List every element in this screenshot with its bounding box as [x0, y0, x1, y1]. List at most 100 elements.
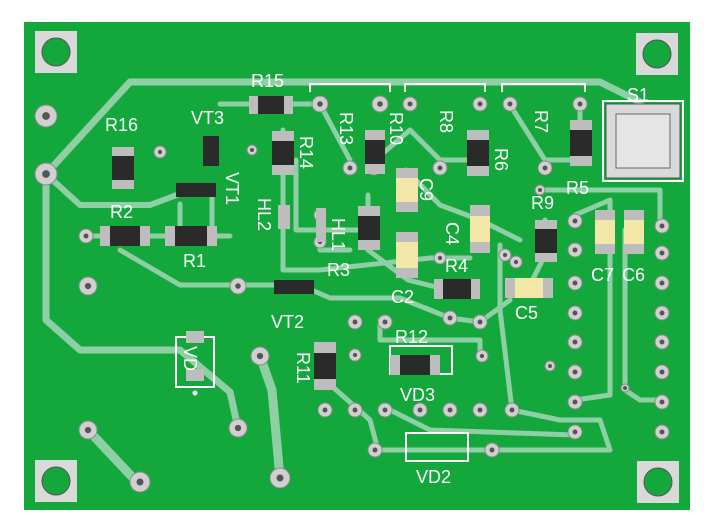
r1-resistor-end-b	[207, 226, 217, 246]
pad-36	[347, 402, 363, 418]
pad-40-drill	[477, 407, 483, 413]
c5-capacitor-end-b	[543, 278, 553, 298]
r4-resistor-end-a	[434, 279, 443, 299]
pad-row-connector-left	[567, 213, 583, 440]
label-c6: C6	[622, 265, 645, 285]
r12-resistor-body	[400, 355, 430, 375]
trace-c2-r12	[377, 317, 483, 359]
label-r2: R2	[110, 202, 133, 222]
vt1-transistor	[176, 183, 216, 197]
pad-left-8-drill	[572, 429, 578, 435]
r4-resistor-end-b	[471, 279, 480, 299]
pad-35-drill	[322, 407, 328, 413]
pad-right-7	[654, 394, 670, 410]
r13-resistor	[365, 130, 385, 174]
pad-5-drill	[84, 426, 92, 434]
label-r5: R5	[566, 178, 589, 198]
c6-capacitor-end-b	[624, 244, 644, 254]
pad-right-6-drill	[659, 369, 665, 375]
pad-right-7-drill	[659, 399, 665, 405]
hl2-led	[278, 205, 290, 229]
c2-capacitor-end-b	[396, 268, 418, 278]
r15-resistor-end-b	[284, 96, 293, 114]
pad-9	[228, 418, 248, 438]
pad-1-drill	[42, 112, 50, 120]
r13-resistor-body	[365, 140, 385, 164]
label-r6: R6	[491, 148, 511, 171]
pad-left-1-drill	[572, 218, 578, 224]
c4-capacitor-end-a	[470, 205, 490, 216]
r2-resistor-body	[110, 226, 140, 246]
c2-capacitor-end-a	[396, 232, 418, 242]
pad-left-2	[567, 242, 583, 258]
r3-resistor	[358, 206, 380, 250]
c9-capacitor-end-a	[396, 168, 418, 178]
pad-right-2-drill	[659, 250, 665, 256]
label-r14: R14	[296, 136, 316, 169]
pad-7	[153, 145, 167, 159]
pad-right-5	[654, 334, 670, 350]
pad-7-drill	[157, 149, 163, 155]
r7-resistor-end-b	[570, 156, 592, 166]
vt3-transistor	[203, 136, 219, 166]
pad-30	[509, 255, 523, 269]
r16-resistor-end-a	[112, 147, 134, 156]
pad-39	[442, 402, 458, 418]
pad-36-drill	[352, 407, 358, 413]
vd-diode-marker	[192, 390, 198, 396]
pad-left-5	[567, 334, 583, 350]
label-r3: R3	[327, 260, 350, 280]
label-c7: C7	[591, 265, 614, 285]
pad-33	[348, 348, 362, 362]
r8-resistor-end-a	[467, 130, 489, 140]
c2-capacitor-body	[396, 242, 418, 268]
pad-29	[498, 248, 512, 262]
pad-42	[367, 442, 383, 458]
pad-4-drill	[84, 282, 92, 290]
pad-34-drill	[479, 353, 485, 359]
r7-resistor-body	[570, 130, 592, 156]
pad-9-drill	[234, 424, 242, 432]
pad-40	[472, 402, 488, 418]
pad-right-5-drill	[659, 339, 665, 345]
trace-r5-connector	[537, 187, 663, 233]
pad-17	[432, 160, 448, 176]
label-r7: R7	[531, 110, 551, 133]
pad-3	[78, 228, 94, 244]
r2-resistor-end-b	[140, 226, 150, 246]
r15-resistor	[249, 96, 293, 114]
pad-12	[311, 95, 329, 113]
mounting-hole-bl	[41, 466, 71, 496]
trace-bottom	[322, 377, 381, 453]
trace-vd-lower	[255, 351, 285, 483]
r7-resistor-end-a	[570, 120, 592, 130]
pad-34	[475, 349, 489, 363]
r16-resistor	[112, 147, 134, 189]
c5-capacitor-end-a	[505, 278, 515, 298]
vd-diode-end-a	[186, 331, 204, 343]
mounting-holes	[35, 31, 679, 503]
label-vd: VD	[180, 346, 200, 371]
s1-switch	[605, 103, 681, 179]
pad-right-8	[654, 424, 670, 440]
vd-diode-end-b	[186, 369, 204, 381]
pad-47	[534, 184, 546, 196]
r4-resistor	[434, 279, 480, 299]
pad-right-4	[654, 305, 670, 321]
outline-r13-r10	[309, 83, 391, 92]
c7-capacitor	[595, 210, 615, 254]
c4-capacitor	[470, 205, 490, 253]
pad-left-7	[567, 394, 583, 410]
label-r4: R4	[445, 256, 468, 276]
pad-38-drill	[417, 407, 423, 413]
pad-26	[472, 314, 488, 330]
r11-resistor-end-a	[314, 342, 336, 353]
r11-resistor-end-b	[314, 379, 336, 390]
r12-resistor	[390, 355, 440, 375]
vd-diode	[186, 331, 204, 396]
c4-capacitor-body	[470, 216, 490, 242]
trace-vd3	[387, 407, 578, 438]
pad-left-4	[567, 305, 583, 321]
r12-resistor-end-a	[390, 355, 400, 375]
